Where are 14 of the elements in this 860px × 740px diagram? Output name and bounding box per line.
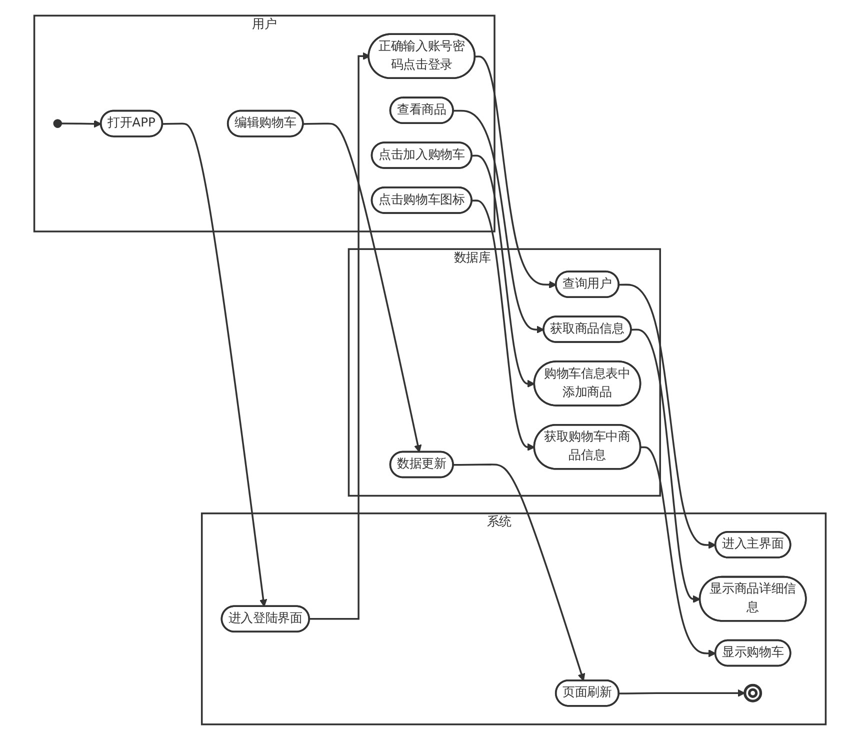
node-circle bbox=[744, 684, 762, 702]
arrow bbox=[619, 284, 716, 549]
node-circle bbox=[53, 119, 62, 128]
arrow bbox=[453, 464, 586, 682]
arrow bbox=[475, 56, 557, 289]
arrow bbox=[472, 200, 535, 452]
arrow bbox=[303, 122, 422, 452]
arrow bbox=[162, 122, 268, 607]
arrow bbox=[61, 120, 102, 128]
arrow bbox=[472, 154, 535, 388]
arrow bbox=[453, 110, 544, 334]
arrow bbox=[619, 689, 746, 697]
arrow bbox=[640, 446, 716, 658]
arrow bbox=[631, 328, 701, 603]
